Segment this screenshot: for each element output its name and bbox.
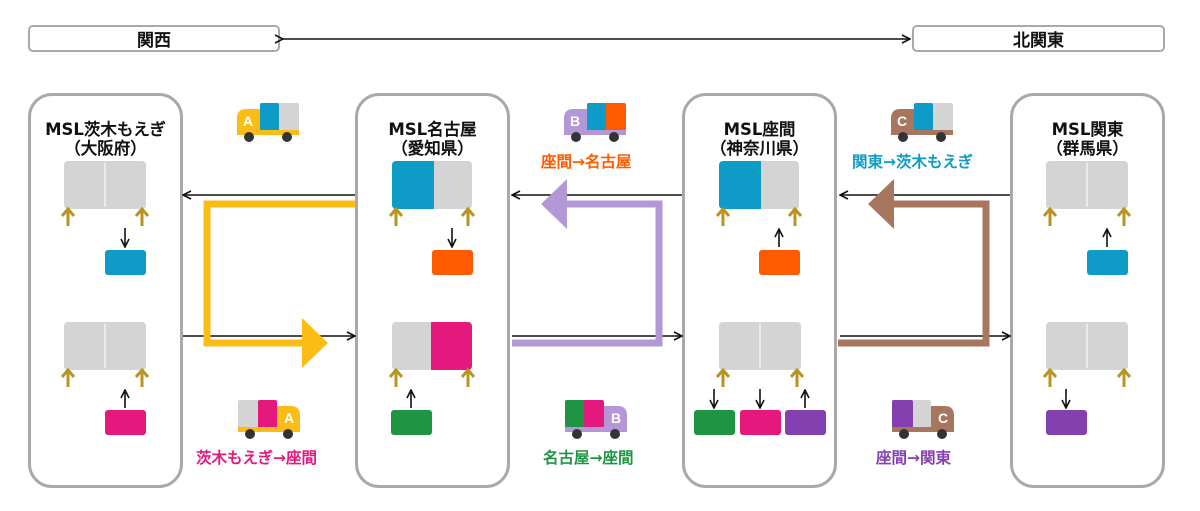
node-nagoya-prefecture: （愛知県） xyxy=(391,139,474,158)
truck-b-bottom-letter: B xyxy=(611,410,621,426)
nagoya-green-cargo xyxy=(391,410,432,435)
route-a-arrowhead xyxy=(302,318,328,368)
truck-c-top-icon: C xyxy=(891,103,953,142)
route-label-kanto-to-ibaraki: 関東→茨木もえぎ xyxy=(852,153,974,171)
ibaraki-pink-cargo xyxy=(105,410,146,435)
node-kanto-prefecture: （群馬県） xyxy=(1046,139,1129,158)
node-zama-prefecture: （神奈川県） xyxy=(710,139,809,158)
region-west-box: 関西 xyxy=(28,25,280,52)
route-a-path xyxy=(203,200,355,347)
truck-a-bottom-icon: A xyxy=(238,400,300,439)
route-b-path xyxy=(512,200,663,347)
kanto-lower-pallet xyxy=(1042,322,1132,387)
route-label-nagoya-to-zama: 名古屋→座間 xyxy=(543,449,634,467)
truck-c-top-letter: C xyxy=(897,113,907,129)
route-c-arrowhead xyxy=(868,179,894,229)
truck-a-top-icon: A xyxy=(237,103,299,142)
nagoya-upper-pallet xyxy=(388,161,476,226)
truck-b-bottom-icon: B xyxy=(565,400,627,439)
route-c-path xyxy=(838,200,990,347)
nagoya-lower-pallet xyxy=(388,322,476,387)
node-ibaraki-name: MSL茨木もえぎ xyxy=(45,120,166,139)
node-nagoya-title: MSL名古屋 （愛知県） xyxy=(358,120,507,158)
zama-green-cargo xyxy=(694,410,735,435)
node-ibaraki-title: MSL茨木もえぎ （大阪府） xyxy=(31,120,180,158)
node-kanto-name: MSL関東 xyxy=(1051,120,1124,139)
ibaraki-upper-pallet xyxy=(60,161,150,226)
route-b-arrowhead xyxy=(541,179,567,229)
kanto-purple-cargo xyxy=(1046,410,1087,435)
node-zama-name: MSL座間 xyxy=(723,120,796,139)
kanto-upper-pallet xyxy=(1042,161,1132,226)
truck-c-bottom-letter: C xyxy=(938,410,948,426)
node-nagoya-name: MSL名古屋 xyxy=(388,120,477,139)
truck-a-bottom-letter: A xyxy=(284,410,294,426)
truck-b-top-icon: B xyxy=(564,103,626,142)
ibaraki-lower-pallet xyxy=(60,322,150,387)
kanto-blue-cargo xyxy=(1087,250,1128,275)
truck-c-bottom-icon: C xyxy=(892,400,954,439)
nagoya-orange-cargo xyxy=(432,250,473,275)
zama-lower-pallet xyxy=(715,322,805,387)
node-kanto-title: MSL関東 （群馬県） xyxy=(1013,120,1162,158)
truck-a-top-letter: A xyxy=(243,113,253,129)
route-label-zama-to-nagoya: 座間→名古屋 xyxy=(541,153,632,171)
truck-b-top-letter: B xyxy=(570,113,580,129)
zama-purple-cargo xyxy=(785,410,826,435)
region-west-label: 関西 xyxy=(137,31,171,51)
zama-orange-cargo xyxy=(759,250,800,275)
node-kanto: MSL関東 （群馬県） xyxy=(1010,93,1165,488)
node-zama-title: MSL座間 （神奈川県） xyxy=(685,120,834,158)
zama-upper-pallet xyxy=(715,161,803,226)
region-east-label: 北関東 xyxy=(1013,31,1064,51)
ibaraki-blue-cargo xyxy=(105,250,146,275)
route-label-zama-to-kanto: 座間→関東 xyxy=(876,449,951,467)
zama-pink-cargo xyxy=(740,410,781,435)
node-nagoya: MSL名古屋 （愛知県） xyxy=(355,93,510,488)
region-east-box: 北関東 xyxy=(912,25,1165,52)
node-ibaraki-prefecture: （大阪府） xyxy=(64,139,147,158)
route-label-ibaraki-to-zama: 茨木もえぎ→座間 xyxy=(196,449,318,467)
